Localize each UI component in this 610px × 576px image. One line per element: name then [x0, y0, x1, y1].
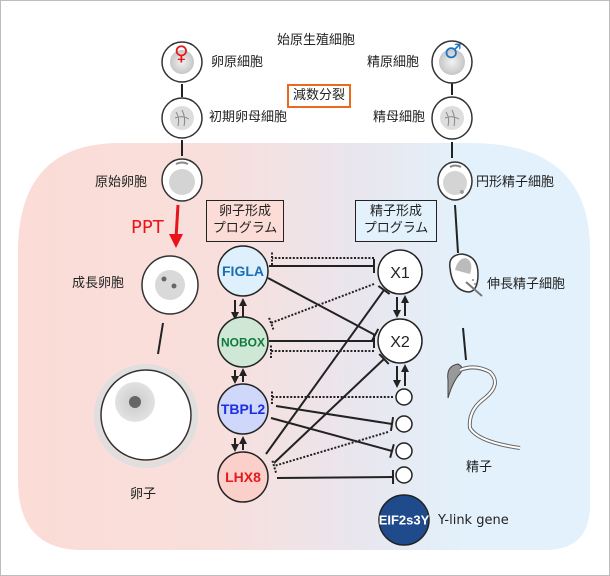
male-symbol: ♂ — [444, 39, 462, 63]
repression-edge-tbpl2-m5 — [270, 417, 395, 459]
gene-node-tbpl2-circle — [217, 383, 269, 435]
gene-node-tbpl2: TBPL2 — [217, 383, 269, 435]
gene-node-nobox-label: NOBOX — [221, 335, 265, 349]
spermatogenesis-program-line1: 精子形成 — [369, 204, 422, 219]
lineage-lines — [157, 82, 467, 361]
regulatory-network — [265, 251, 395, 485]
sperm-label: 精子 — [466, 460, 493, 475]
oogenesis-program-box: 卵子形成 プログラム — [206, 200, 284, 242]
spermatogenesis-program-line2: プログラム — [363, 221, 429, 236]
oogenesis-program-line2: プログラム — [212, 221, 278, 236]
round-spermatid-label: 円形精子細胞 — [476, 175, 555, 190]
gene-node-male-4 — [395, 415, 413, 433]
spermatocyte-label: 精母細胞 — [373, 110, 426, 125]
primordial-germ-cell-label: 始原生殖細胞 — [277, 33, 356, 48]
gene-node-eif2s3y-circle — [378, 494, 430, 546]
spermatogonium-cell — [431, 40, 473, 84]
sperm-cell — [447, 363, 521, 450]
primary-oocyte-label: 初期卵母細胞 — [209, 110, 288, 125]
gene-node-male-4-circle — [395, 415, 413, 433]
gene-node-lhx8: LHX8 — [217, 451, 269, 503]
gene-node-nobox-circle — [217, 316, 269, 368]
gene-node-figla-label: FIGLA — [222, 263, 264, 279]
elongated-spermatid-label: 伸長精子細胞 — [487, 277, 566, 292]
gene-node-lhx8-label: LHX8 — [225, 469, 261, 485]
growing-follicle-label: 成長卵胞 — [72, 276, 125, 291]
background-panel — [18, 143, 590, 550]
gene-node-figla: FIGLA — [217, 245, 269, 297]
egg-label: 卵子 — [130, 487, 157, 502]
growing-follicle-cell — [141, 255, 199, 315]
primordial-follicle-cell — [161, 158, 203, 202]
gene-node-x1-circle — [377, 249, 423, 295]
dotted-repression-edge-m4-lhx8 — [271, 431, 389, 473]
gene-node-x1-label: X1 — [390, 265, 410, 282]
gene-node-male-5 — [395, 442, 413, 460]
gene-node-lhx8-circle — [217, 451, 269, 503]
gene-node-x2: X2 — [377, 318, 423, 364]
repression-edge-lhx8-x2 — [273, 353, 390, 464]
oogenesis-program-line1: 卵子形成 — [218, 204, 271, 219]
elongated-spermatid-cell — [449, 253, 483, 297]
female-symbol: ♀ — [174, 41, 189, 65]
repression-edge-tbpl2-m4 — [275, 405, 395, 432]
ppt-label: PPT — [131, 217, 164, 238]
gene-node-male-6-circle — [395, 466, 413, 484]
gene-node-x2-label: X2 — [390, 334, 410, 351]
gene-node-male-3 — [395, 388, 413, 406]
oogonium-cell — [161, 41, 203, 83]
oogonium-label: 卵原細胞 — [211, 55, 264, 70]
spermatogonium-label: 精原細胞 — [367, 55, 420, 70]
gene-node-figla-circle — [217, 245, 269, 297]
ppt-arrow — [169, 204, 183, 248]
gene-node-male-5-circle — [395, 442, 413, 460]
spermatogenesis-program-box: 精子形成 プログラム — [355, 200, 437, 242]
bidirectional-arrows — [231, 295, 409, 452]
meiosis-label: 減数分裂 — [287, 84, 351, 108]
repression-edge-figla-x2 — [267, 277, 380, 342]
gene-node-male-3-circle — [395, 388, 413, 406]
spermatocyte-cell — [431, 96, 473, 140]
gene-node-x2-circle — [377, 318, 423, 364]
gene-node-eif2s3y: EIF2s3Y — [378, 494, 430, 546]
repression-edge-lhx8-m6 — [276, 469, 395, 485]
gene-node-tbpl2-label: TBPL2 — [221, 401, 266, 417]
primary-oocyte-cell — [161, 97, 203, 139]
gene-node-x1: X1 — [377, 249, 423, 295]
gene-node-male-6 — [395, 466, 413, 484]
round-spermatid-cell — [437, 161, 473, 201]
y-link-gene-label: Y-link gene — [438, 513, 509, 528]
dotted-repression-edge-x1-nobox — [267, 283, 375, 330]
gene-node-nobox: NOBOX — [217, 316, 269, 368]
primordial-follicle-label: 原始卵胞 — [95, 175, 148, 190]
repression-edge-lhx8-x1 — [265, 285, 391, 455]
egg-cell — [94, 364, 198, 468]
gene-node-eif2s3y-label: EIF2s3Y — [379, 513, 430, 528]
